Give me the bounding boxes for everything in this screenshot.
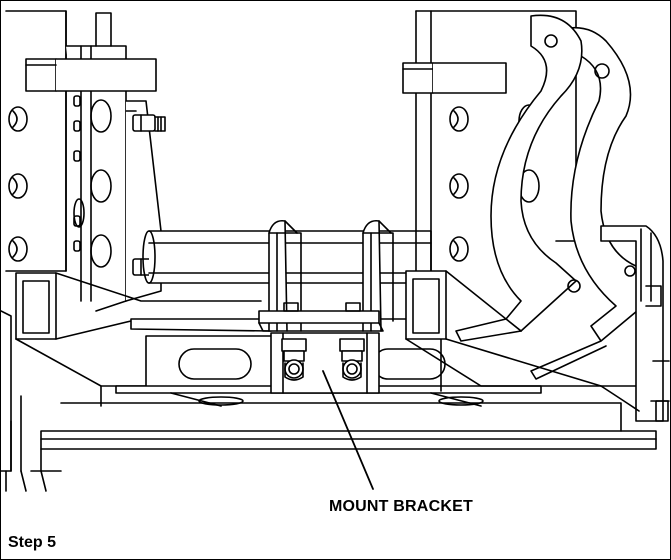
left-housing	[1, 310, 47, 492]
left-lower-frame	[15, 272, 262, 407]
right-upright	[402, 10, 577, 272]
center-plate	[115, 318, 542, 407]
pivot-arm-front	[455, 14, 607, 380]
left-upright	[5, 10, 157, 312]
cross-tube	[142, 230, 432, 284]
base-frame	[10, 395, 657, 472]
callout-leader	[322, 370, 374, 490]
right-lower-frame	[405, 270, 642, 387]
step-label: Step 5	[8, 534, 57, 551]
mount-bracket	[258, 219, 394, 394]
right-housing	[600, 225, 670, 422]
mount-bracket-callout-label: MOUNT BRACKET	[329, 498, 473, 515]
